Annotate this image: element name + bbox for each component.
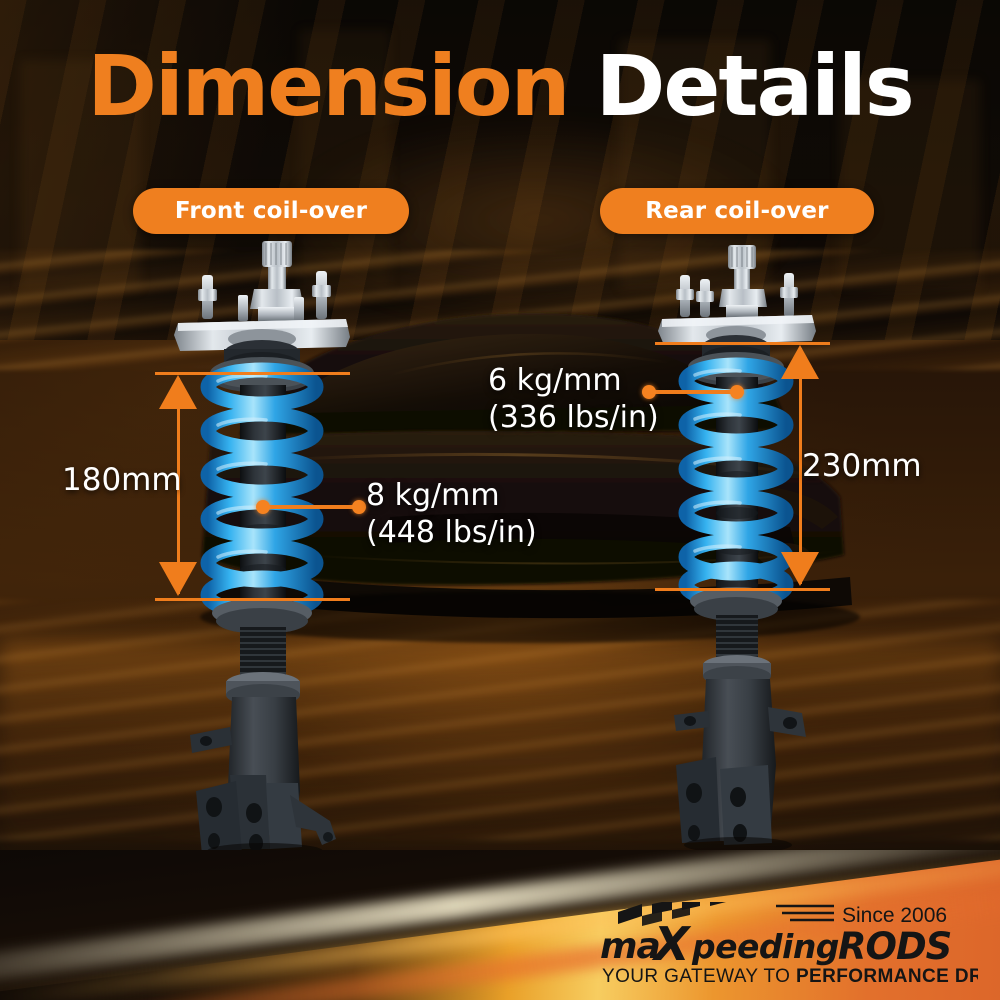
measure-front-label: 180mm	[62, 462, 182, 498]
measure-rear-arrow-head-up	[781, 345, 819, 379]
brand-tagline-bold: PERFORMANCE DRIVING	[796, 966, 978, 987]
svg-text:RODS: RODS	[838, 925, 951, 968]
callout-rear-leader-dot-start	[642, 385, 656, 399]
svg-text:ma: ma	[600, 926, 660, 967]
callout-front-leader-line	[262, 505, 360, 509]
callout-rear-text: 6 kg/mm (336 lbs/in)	[488, 363, 659, 436]
callout-rear-line-2: (336 lbs/in)	[488, 399, 659, 435]
mount-stud	[676, 273, 798, 317]
callout-rear-leader-line	[648, 390, 738, 394]
measure-front-guide-bottom	[155, 598, 350, 601]
svg-text:YOUR GATEWAY TO PERFORMANCE DR: YOUR GATEWAY TO PERFORMANCE DRIVING	[602, 966, 978, 987]
lower-mount-bracket	[190, 697, 336, 855]
page-title-part-1: Dimension	[87, 37, 570, 135]
measure-front-arrow-head-up	[159, 375, 197, 409]
measure-front-arrow-head-down	[159, 562, 197, 596]
badge-rear-coilover[interactable]: Rear coil-over	[600, 188, 874, 234]
page-title: Dimension Details	[0, 44, 1000, 128]
measure-rear-arrow-head-down	[781, 552, 819, 586]
callout-front-leader-dot-start	[256, 500, 270, 514]
brand-since-label: Since 2006	[842, 904, 947, 927]
speed-lines-icon	[776, 904, 834, 922]
measure-rear-guide-bottom	[655, 588, 830, 591]
background-building-slab	[840, 80, 980, 290]
callout-front-line-1: 8 kg/mm	[366, 478, 500, 513]
lower-mount-bracket	[674, 679, 806, 845]
svg-text:X: X	[651, 917, 692, 971]
badge-rear-coilover-label: Rear coil-over	[645, 198, 829, 224]
measure-front-arrow-shaft	[177, 378, 180, 594]
callout-front-text: 8 kg/mm (448 lbs/in)	[366, 478, 537, 551]
page-title-part-2: Details	[595, 37, 915, 135]
product-front-coilover	[170, 235, 400, 855]
background-road-glow	[0, 640, 1000, 860]
mount-stud	[198, 271, 331, 321]
callout-rear-line-1: 6 kg/mm	[488, 363, 622, 398]
coil-spring-rear	[678, 357, 794, 609]
measure-rear-label: 230mm	[802, 448, 922, 484]
measure-rear-arrow-shaft	[799, 348, 802, 584]
callout-front-line-2: (448 lbs/in)	[366, 514, 537, 550]
brand-tagline-light: YOUR GATEWAY TO	[602, 966, 796, 987]
coil-spring-front	[200, 362, 324, 620]
background-building-slab	[300, 30, 390, 290]
measure-rear-guide-top	[655, 342, 830, 345]
product-rear-coilover	[650, 245, 850, 855]
checkered-flag-icon	[618, 902, 726, 926]
callout-rear-leader-dot-end	[730, 385, 744, 399]
brand-wordmark: ma X peeding RODS	[600, 917, 952, 971]
badge-front-coilover[interactable]: Front coil-over	[133, 188, 409, 234]
svg-text:peeding: peeding	[691, 927, 839, 966]
brand-logo: Since 2006 ma X peeding RODS YOUR GATEWA…	[598, 902, 978, 988]
background-city-blur	[0, 0, 1000, 340]
callout-front-leader-dot-end	[352, 500, 366, 514]
badge-front-coilover-label: Front coil-over	[174, 198, 368, 224]
brand-footer-band: Since 2006 ma X peeding RODS YOUR GATEWA…	[0, 850, 1000, 1000]
background-building-slab	[20, 60, 140, 290]
measure-front-guide-top	[155, 372, 350, 375]
